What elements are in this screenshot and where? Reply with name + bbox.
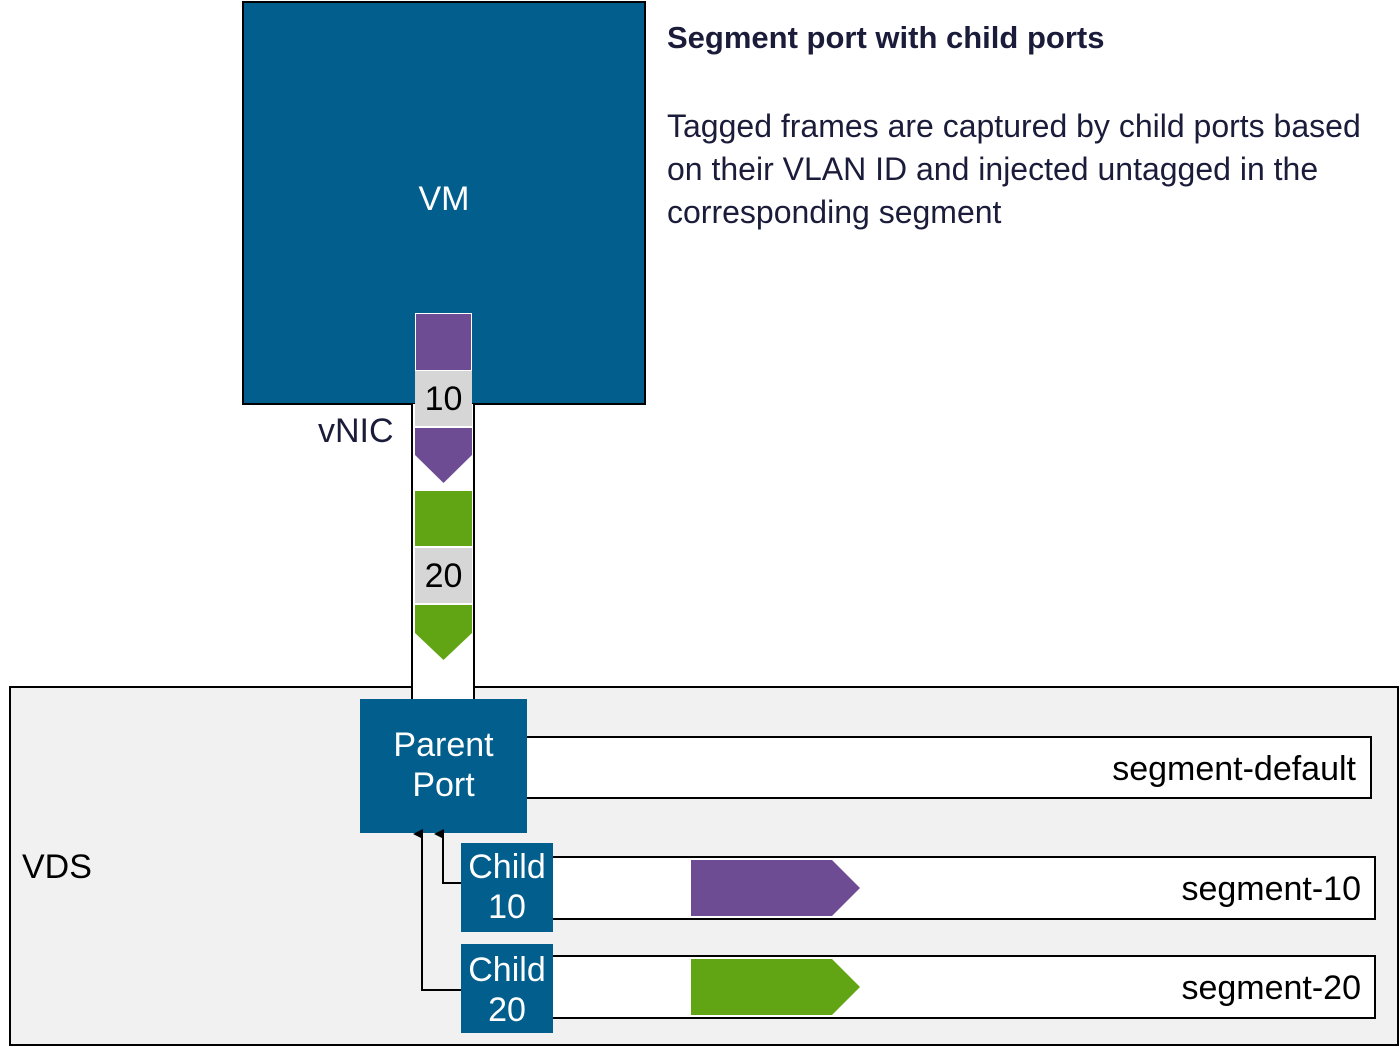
child-20-connector [413,829,461,991]
parent-port: Parent Port [360,699,527,833]
vnic-label: vNIC [318,412,394,450]
frame-10-arrow [415,428,472,483]
frame-10-arrow-shape [415,428,472,483]
segment-default-label: segment-default [1112,750,1356,788]
frame-20-vlan-tag: 20 [415,547,472,604]
segment-20-frame [691,959,860,1015]
vnic-trunk-connector [411,686,475,700]
frame-20-header [415,491,472,546]
segment-10-label: segment-10 [1181,870,1361,908]
vm-label: VM [418,180,470,218]
frame-20-arrow [415,605,472,660]
segment-20-bar [545,955,1376,1019]
segment-10-frame-shape [691,860,860,916]
segment-10-frame [691,860,860,916]
frame-20-arrow-shape [415,605,472,660]
segment-20-frame-shape [691,959,860,1015]
child-port-10: Child 10 [461,843,553,932]
child-10-connector [434,829,461,884]
parent-port-line1: Parent [393,726,494,764]
vds-label: VDS [22,848,92,886]
frame-10-header [415,313,472,370]
child-port-10-line2: 10 [488,888,526,926]
diagram-title: Segment port with child ports [667,20,1105,55]
frame-10-vlan-tag: 10 [415,370,472,427]
segment-20-label: segment-20 [1181,969,1361,1007]
parent-port-line2: Port [412,766,475,804]
segment-default-bar [520,736,1372,799]
child-port-20: Child 20 [461,944,553,1033]
child-port-10-line1: Child [468,848,546,886]
child-port-20-line2: 20 [488,991,526,1029]
diagram-description: Tagged frames are captured by child port… [667,108,1361,230]
child-port-20-line1: Child [468,951,546,989]
